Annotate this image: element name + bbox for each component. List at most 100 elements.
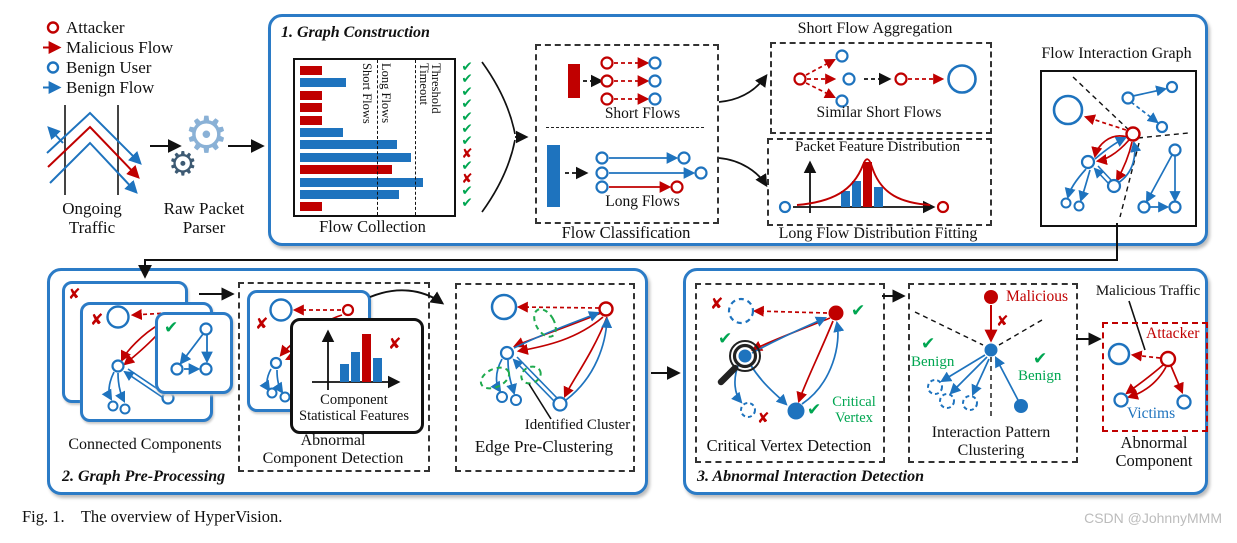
interaction-pattern-line2: Clustering bbox=[957, 441, 1025, 459]
cross-icon: ✘ bbox=[68, 285, 81, 303]
check-icon: ✔ bbox=[461, 59, 473, 75]
arrow-to-aggregation bbox=[718, 73, 768, 103]
arrow-parser-to-section1 bbox=[228, 139, 265, 153]
connector-section1-to-section2 bbox=[138, 223, 1118, 279]
edge-pre-clustering-caption: Edge Pre-Clustering bbox=[474, 437, 614, 456]
flow-collection-bars bbox=[300, 66, 454, 215]
check-icon: ✔ bbox=[461, 158, 473, 175]
arrow-traffic-to-parser bbox=[150, 139, 182, 153]
check-icon: ✔ bbox=[718, 329, 733, 349]
similar-short-flows-label: Similar Short Flows bbox=[816, 104, 942, 121]
check-icon: ✔ bbox=[461, 108, 473, 125]
flow-bar bbox=[300, 115, 323, 125]
short-flows-figure bbox=[583, 56, 662, 106]
section2-title: 2. Graph Pre-Processing bbox=[62, 468, 226, 485]
abnormal-component-figure bbox=[1107, 342, 1192, 410]
section1-title: 1. Graph Construction bbox=[281, 24, 430, 41]
brace-connector bbox=[481, 61, 529, 213]
long-flows-label: Long Flows bbox=[605, 193, 680, 210]
long-flow-bar-icon bbox=[547, 145, 560, 207]
flow-bar bbox=[300, 90, 323, 100]
interaction-pattern-line1: Interaction Pattern bbox=[931, 424, 1051, 441]
benign-user-circle-icon bbox=[46, 61, 60, 74]
flow-interaction-graph-figure bbox=[1052, 76, 1189, 218]
arrow-to-distribution bbox=[718, 157, 768, 188]
short-flow-bar-icon bbox=[568, 64, 580, 98]
long-flows-vertical-label: Long Flows bbox=[379, 63, 393, 124]
malicious-label: Malicious bbox=[1006, 288, 1068, 305]
packet-feature-distribution-title: Packet Feature Distribution bbox=[795, 139, 960, 155]
check-icon: ✔ bbox=[461, 120, 473, 137]
cross-icon: ✘ bbox=[757, 409, 770, 427]
critical-vertex-annotation: Critical Vertex bbox=[826, 394, 882, 426]
check-icon: ✔ bbox=[461, 71, 473, 88]
short-flows-label: Short Flows bbox=[604, 105, 681, 122]
cross-icon: ✘ bbox=[710, 294, 724, 313]
flow-classification-panel bbox=[535, 44, 719, 224]
flow-collection-panel: Short Flows Long Flows Timeout Threshold bbox=[293, 58, 456, 217]
cross-icon: ✘ bbox=[90, 310, 104, 329]
flow-collection-marks: ✔✔✔✔✔✔✔✘✔✘✔✔ bbox=[457, 58, 477, 216]
critical-vertex-detection-caption: Critical Vertex Detection bbox=[706, 436, 872, 455]
critical-vertex-figure bbox=[717, 297, 845, 420]
classification-divider bbox=[546, 127, 704, 128]
benign-left-label: Benign bbox=[911, 354, 955, 370]
check-icon: ✔ bbox=[461, 182, 473, 199]
timeout-threshold-vertical-label: Timeout Threshold bbox=[417, 63, 443, 114]
flow-bar bbox=[300, 202, 323, 212]
timeout-threshold-line bbox=[415, 60, 416, 215]
abnormal-line: Abnormal bbox=[1120, 433, 1188, 452]
gear-icon: ⚙ bbox=[168, 144, 198, 183]
check-icon: ✔ bbox=[461, 133, 473, 150]
check-icon: ✔ bbox=[461, 195, 473, 212]
long-flows-figure bbox=[565, 151, 708, 194]
check-icon: ✔ bbox=[461, 96, 473, 113]
arrow-detection-to-clustering bbox=[369, 289, 445, 305]
malicious-traffic-pointer bbox=[1128, 300, 1146, 351]
ongoing-traffic-label: Ongoing Traffic bbox=[62, 199, 122, 237]
critical-line: Critical bbox=[832, 394, 876, 410]
statistical-features-line1: Component bbox=[320, 392, 388, 408]
long-flow-distribution-caption: Long Flow Distribution Fitting bbox=[778, 225, 978, 242]
short-flows-vertical-label: Short Flows bbox=[360, 63, 374, 124]
ongoing-traffic-figure bbox=[46, 105, 142, 195]
figure-caption: Fig. 1. The overview of HyperVision. bbox=[22, 507, 283, 526]
benign-component-figure bbox=[170, 322, 213, 376]
cross-icon: ✘ bbox=[388, 334, 402, 353]
legend-malicious-label: Malicious Flow bbox=[66, 38, 174, 57]
interaction-pattern-caption: Interaction Pattern Clustering bbox=[912, 424, 1070, 459]
component-card-front bbox=[155, 312, 233, 394]
legend-benign-user-label: Benign User bbox=[66, 58, 152, 77]
gear-icon: ⚙ bbox=[184, 106, 229, 164]
flow-bar bbox=[300, 189, 400, 199]
abnormal-component-panel bbox=[1102, 322, 1208, 432]
short-flow-aggregation-title: Short Flow Aggregation bbox=[797, 20, 953, 37]
victims-label: Victims bbox=[1127, 405, 1176, 422]
short-long-threshold-line bbox=[377, 60, 378, 215]
flow-bar bbox=[300, 103, 323, 113]
legend-attacker-label: Attacker bbox=[66, 18, 125, 37]
watermark: CSDN @JohnnyMMM bbox=[1084, 510, 1222, 526]
identified-cluster-label: Identified Cluster bbox=[524, 417, 631, 433]
similar-short-flows-figure bbox=[793, 49, 977, 108]
malicious-traffic-label: Malicious Traffic bbox=[1095, 283, 1201, 299]
distribution-panel bbox=[767, 138, 992, 226]
arrow-components-to-detection bbox=[199, 287, 235, 301]
check-icon: ✔ bbox=[1033, 349, 1048, 369]
legend-benign-flow-label: Benign Flow bbox=[66, 78, 155, 97]
statistical-features-label: Component Statistical Features bbox=[292, 392, 416, 424]
check-icon: ✔ bbox=[851, 301, 866, 321]
arrow-pattern-to-abnormal bbox=[1076, 332, 1102, 346]
benign-flow-arrow-icon bbox=[43, 81, 62, 94]
flow-collection-caption: Flow Collection bbox=[319, 217, 426, 236]
short-flow-aggregation-panel bbox=[770, 42, 992, 134]
check-icon: ✔ bbox=[921, 334, 936, 354]
cross-icon: ✘ bbox=[461, 170, 473, 187]
flow-bar bbox=[300, 152, 411, 162]
connected-components-caption: Connected Components bbox=[68, 436, 222, 453]
abnormal-detection-caption-line2: Component Detection bbox=[262, 449, 404, 467]
arrow-section2-to-section3 bbox=[651, 366, 681, 380]
check-icon: ✔ bbox=[807, 400, 822, 420]
check-icon: ✔ bbox=[461, 83, 473, 100]
edge-pre-clustering-figure bbox=[479, 293, 614, 420]
